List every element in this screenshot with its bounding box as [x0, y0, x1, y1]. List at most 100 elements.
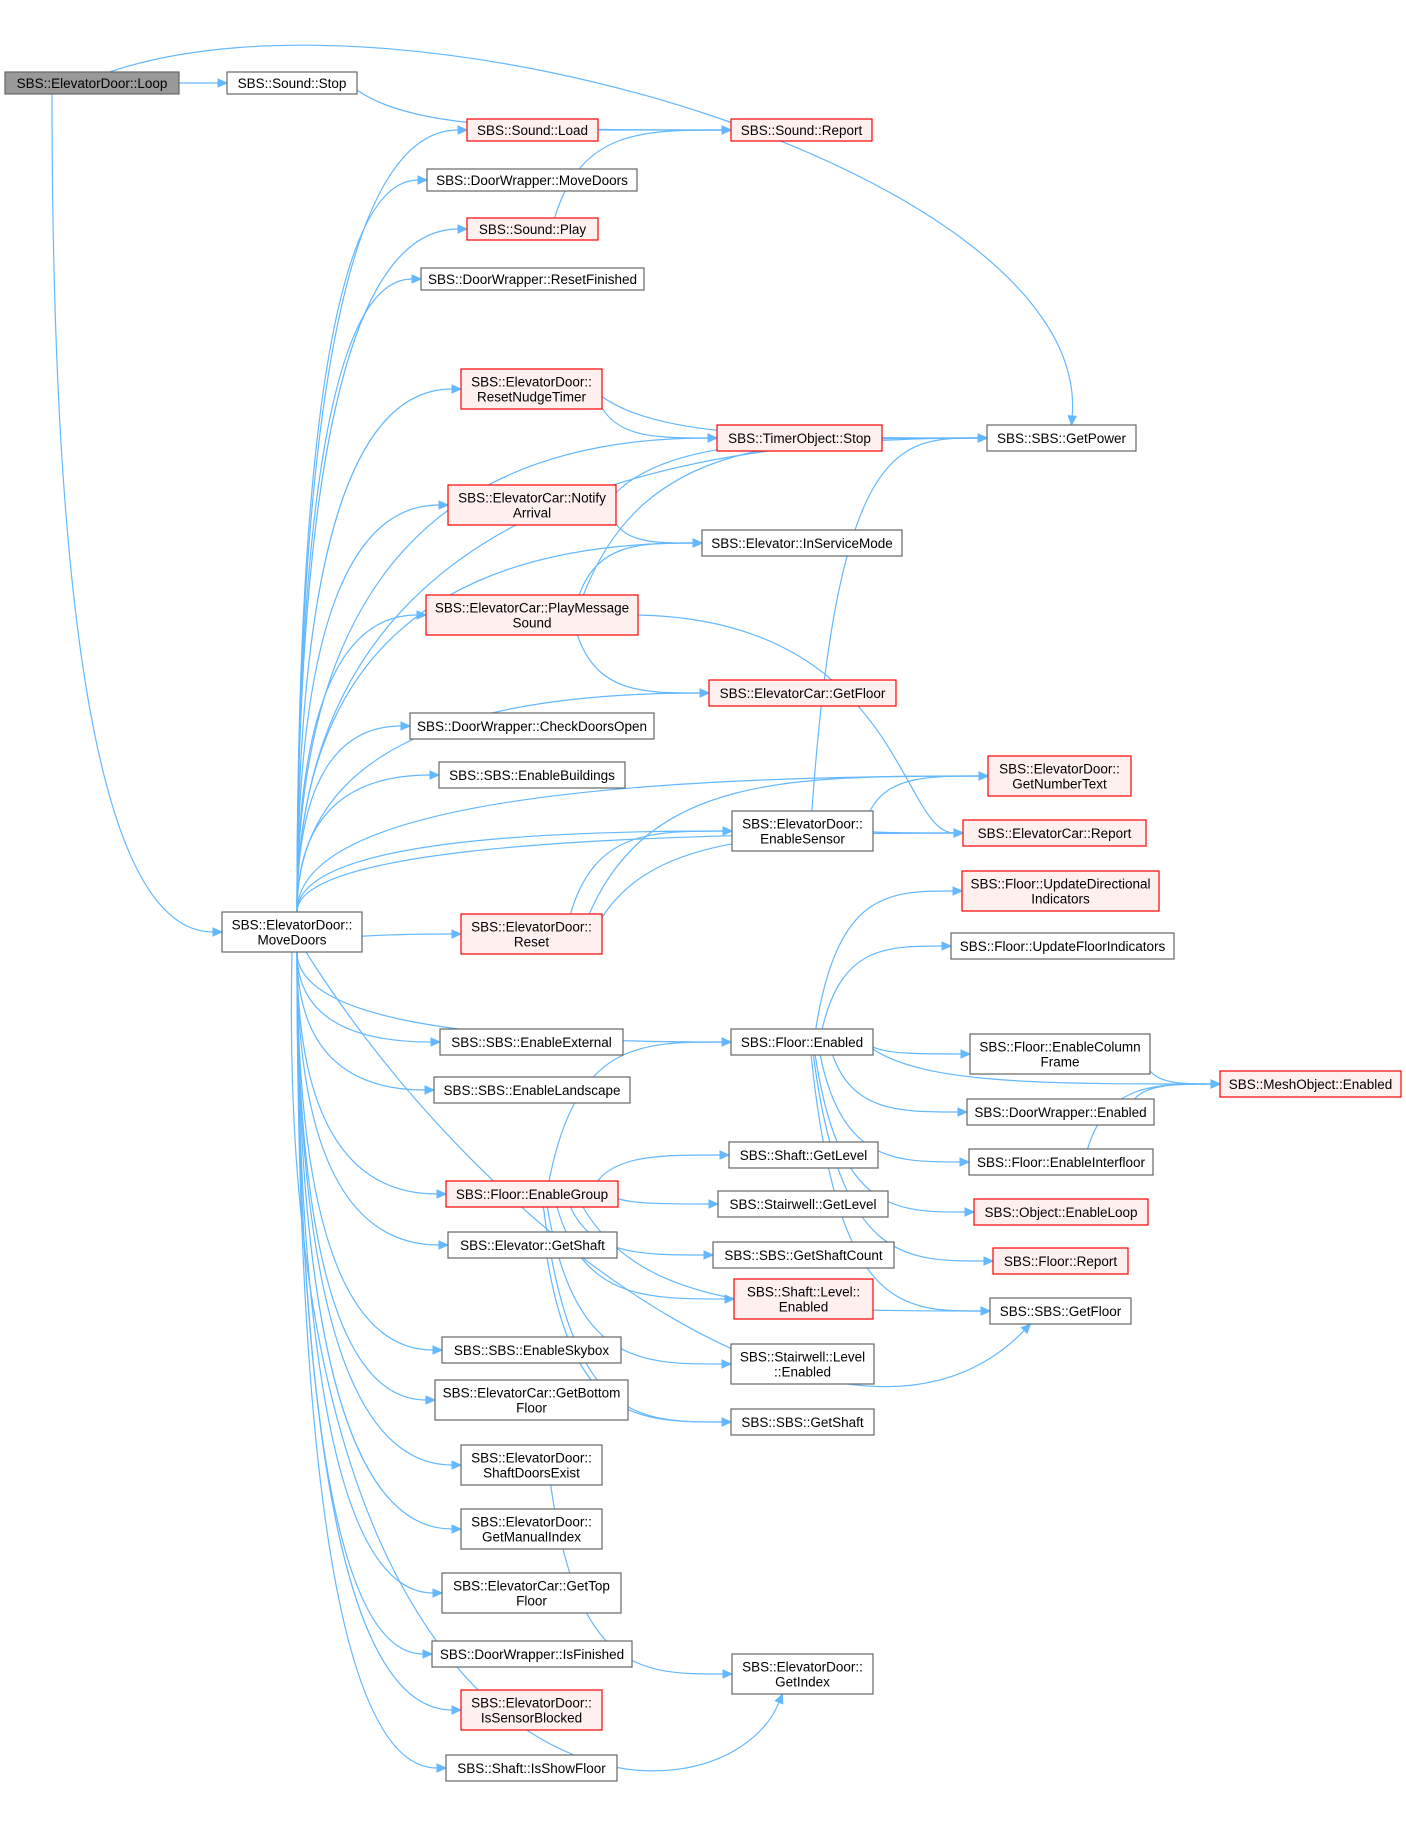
node-updatefloorind[interactable]: SBS::Floor::UpdateFloorIndicators	[950, 932, 1175, 960]
node-box	[973, 1198, 1149, 1226]
node-ed-resetnudge[interactable]: SBS::ElevatorDoor::ResetNudgeTimer	[460, 368, 603, 410]
node-label: SBS::Floor::Enabled	[741, 1035, 863, 1050]
node-box	[433, 1076, 631, 1104]
node-mesh-enabled[interactable]: SBS::MeshObject::Enabled	[1219, 1070, 1402, 1098]
node-sound-load[interactable]: SBS::Sound::Load	[466, 118, 599, 142]
arrow-head	[724, 1294, 736, 1304]
node-label: SBS::DoorWrapper::MoveDoors	[436, 173, 628, 188]
node-timer-stop[interactable]: SBS::TimerObject::Stop	[716, 424, 883, 452]
node-ed-shaftdoors[interactable]: SBS::ElevatorDoor::ShaftDoorsExist	[460, 1444, 603, 1486]
node-shaft-showfloor[interactable]: SBS::Shaft::IsShowFloor	[445, 1754, 618, 1782]
arrow-head	[430, 1037, 442, 1047]
node-box	[728, 1141, 879, 1169]
node-sound-play[interactable]: SBS::Sound::Play	[466, 217, 599, 241]
node-getshaftcount[interactable]: SBS::SBS::GetShaftCount	[712, 1241, 895, 1269]
edge-ed-resetnudge-to-timer-stop	[601, 407, 719, 443]
arrow-head	[699, 688, 711, 698]
arrow-head	[432, 1345, 444, 1355]
node-label: SBS::ElevatorDoor::	[742, 1660, 863, 1675]
node-label: SBS::ElevatorDoor::	[471, 1451, 592, 1466]
node-label: Floor	[516, 1594, 547, 1609]
arrow-head	[424, 1085, 436, 1095]
node-label: Reset	[514, 935, 550, 950]
node-ed-numbertext[interactable]: SBS::ElevatorDoor::GetNumberText	[987, 755, 1132, 797]
node-label: SBS::ElevatorCar::GetFloor	[720, 686, 886, 701]
node-sound-report[interactable]: SBS::Sound::Report	[730, 118, 873, 142]
arrow-head	[411, 274, 423, 284]
node-enableexternal[interactable]: SBS::SBS::EnableExternal	[439, 1028, 624, 1056]
node-ed-getindex[interactable]: SBS::ElevatorDoor::GetIndex	[731, 1653, 874, 1695]
node-ed-sensorblocked[interactable]: SBS::ElevatorDoor::IsSensorBlocked	[460, 1689, 603, 1731]
node-label: SBS::Elevator::GetShaft	[460, 1238, 605, 1253]
node-box	[730, 118, 873, 142]
node-floor-enabled[interactable]: SBS::Floor::Enabled	[730, 1028, 874, 1056]
node-getpower[interactable]: SBS::SBS::GetPower	[986, 424, 1137, 452]
node-floor-report[interactable]: SBS::Floor::Report	[992, 1247, 1129, 1275]
node-enableskybox[interactable]: SBS::SBS::EnableSkybox	[441, 1336, 622, 1364]
edge-floor-enabled-to-updatedir	[815, 886, 964, 1030]
node-shaft-getlevel[interactable]: SBS::Shaft::GetLevel	[728, 1141, 879, 1169]
node-box	[962, 819, 1147, 847]
node-dw-movedoors[interactable]: SBS::DoorWrapper::MoveDoors	[426, 168, 638, 192]
arrow-head	[451, 929, 463, 939]
node-label: SBS::Shaft::Level::	[747, 1285, 860, 1300]
node-inservice[interactable]: SBS::Elevator::InServiceMode	[701, 529, 903, 557]
node-stair-getlevel[interactable]: SBS::Stairwell::GetLevel	[717, 1190, 889, 1218]
node-elev-getshaft[interactable]: SBS::Elevator::GetShaft	[447, 1231, 618, 1259]
node-dw-isfinished[interactable]: SBS::DoorWrapper::IsFinished	[431, 1640, 633, 1668]
node-box	[950, 932, 1175, 960]
node-box	[445, 1754, 618, 1782]
node-label: SBS::Sound::Load	[477, 123, 588, 138]
node-box	[441, 1336, 622, 1364]
node-box	[1219, 1070, 1402, 1098]
node-label: SBS::SBS::EnableExternal	[451, 1035, 612, 1050]
node-label: Arrival	[513, 506, 551, 521]
node-label: SBS::Sound::Stop	[238, 76, 347, 91]
node-label: SBS::ElevatorDoor::	[471, 1696, 592, 1711]
node-dw-checkopen[interactable]: SBS::DoorWrapper::CheckDoorsOpen	[409, 712, 655, 740]
node-obj-enableloop[interactable]: SBS::Object::EnableLoop	[973, 1198, 1149, 1226]
node-ec-getfloor[interactable]: SBS::ElevatorCar::GetFloor	[708, 679, 897, 707]
node-dw-enabled[interactable]: SBS::DoorWrapper::Enabled	[966, 1098, 1155, 1126]
node-sbs-getfloor[interactable]: SBS::SBS::GetFloor	[989, 1297, 1132, 1325]
node-ed-reset[interactable]: SBS::ElevatorDoor::Reset	[460, 913, 603, 955]
node-enablegroup[interactable]: SBS::Floor::EnableGroup	[445, 1180, 619, 1208]
arrow-head	[722, 1669, 734, 1679]
node-label: ResetNudgeTimer	[477, 390, 587, 405]
edge-movedoors-to-ed-sensorblocked	[296, 951, 463, 1715]
arrow-head	[417, 175, 429, 185]
node-movedoors[interactable]: SBS::ElevatorDoor::MoveDoors	[221, 911, 363, 953]
node-box	[968, 1148, 1154, 1176]
node-sbs-getshaft[interactable]: SBS::SBS::GetShaft	[730, 1408, 875, 1436]
node-ed-enablesensor[interactable]: SBS::ElevatorDoor::EnableSensor	[731, 810, 874, 852]
node-stairlevel-enabled[interactable]: SBS::Stairwell::Level::Enabled	[730, 1343, 875, 1385]
node-box	[986, 424, 1137, 452]
edge-ed-enablesensor-to-ed-numbertext	[869, 771, 990, 812]
node-enablebuildings[interactable]: SBS::SBS::EnableBuildings	[438, 761, 626, 789]
node-box	[966, 1098, 1155, 1126]
node-label: SBS::DoorWrapper::Enabled	[974, 1105, 1146, 1120]
node-label: SBS::Floor::EnableColumn	[979, 1040, 1140, 1055]
node-box	[717, 1190, 889, 1218]
node-box	[409, 712, 655, 740]
node-sound-stop[interactable]: SBS::Sound::Stop	[226, 71, 358, 95]
node-loop[interactable]: SBS::ElevatorDoor::Loop	[4, 71, 180, 95]
node-enablelandscape[interactable]: SBS::SBS::EnableLandscape	[433, 1076, 631, 1104]
node-shaftlevel-enabled[interactable]: SBS::Shaft::Level::Enabled	[733, 1278, 874, 1320]
edge-movedoors-to-enableexternal	[296, 951, 442, 1047]
node-enableinterfloor[interactable]: SBS::Floor::EnableInterfloor	[968, 1148, 1154, 1176]
node-box	[4, 71, 180, 95]
node-ed-manualindex[interactable]: SBS::ElevatorDoor::GetManualIndex	[460, 1508, 603, 1550]
node-ec-report[interactable]: SBS::ElevatorCar::Report	[962, 819, 1147, 847]
arrow-head	[457, 224, 469, 234]
node-box	[460, 1444, 603, 1486]
node-dw-resetfinished[interactable]: SBS::DoorWrapper::ResetFinished	[420, 267, 645, 291]
node-label: IsSensorBlocked	[481, 1711, 582, 1726]
edge-movedoors-to-sound-load	[296, 125, 469, 913]
